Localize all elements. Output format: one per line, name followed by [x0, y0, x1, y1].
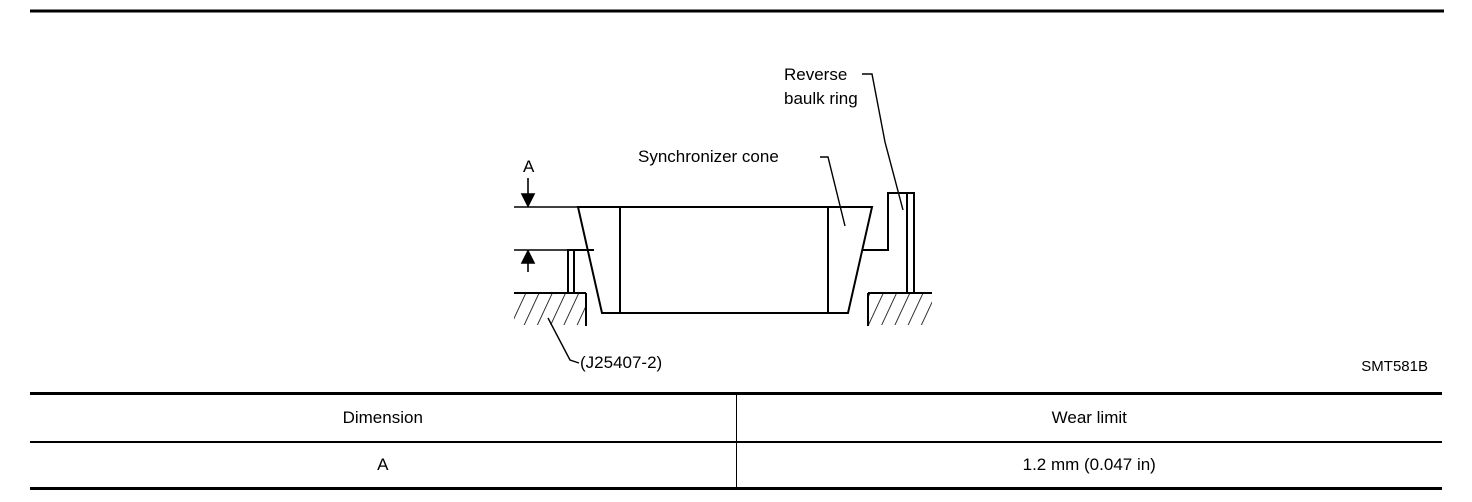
dimension-a-label: A: [523, 157, 535, 176]
tool-label: (J25407-2): [580, 353, 662, 372]
table-header-row: Dimension Wear limit: [30, 392, 1442, 443]
header-dimension: Dimension: [30, 392, 737, 443]
dimension-a-marker: [514, 178, 578, 272]
synchronizer-cone-diagram: A Synchronizer cone Reverse baulk ring (…: [30, 9, 1444, 372]
synchronizer-cone-leader: [820, 156, 846, 227]
figure-reference-code: SMT581B: [1361, 358, 1428, 375]
reverse-baulk-ring-label-line1: Reverse: [784, 65, 847, 84]
header-wear-limit: Wear limit: [736, 392, 1442, 443]
table-row: A 1.2 mm (0.047 in): [30, 442, 1442, 490]
cell-wear-limit: 1.2 mm (0.047 in): [736, 442, 1442, 490]
tool-base-right: [867, 292, 932, 326]
synchronizer-cone-body: [576, 206, 874, 314]
reverse-baulk-ring: [862, 192, 915, 293]
cell-dimension: A: [30, 442, 737, 490]
reverse-baulk-ring-leader: [862, 73, 904, 211]
reverse-baulk-ring-label-line2: baulk ring: [784, 89, 858, 108]
tool-base-left: [514, 292, 587, 326]
tool-leader: [547, 317, 580, 364]
synchronizer-cone-label: Synchronizer cone: [638, 147, 779, 166]
wear-limit-table: Dimension Wear limit A 1.2 mm (0.047 in): [30, 392, 1442, 490]
